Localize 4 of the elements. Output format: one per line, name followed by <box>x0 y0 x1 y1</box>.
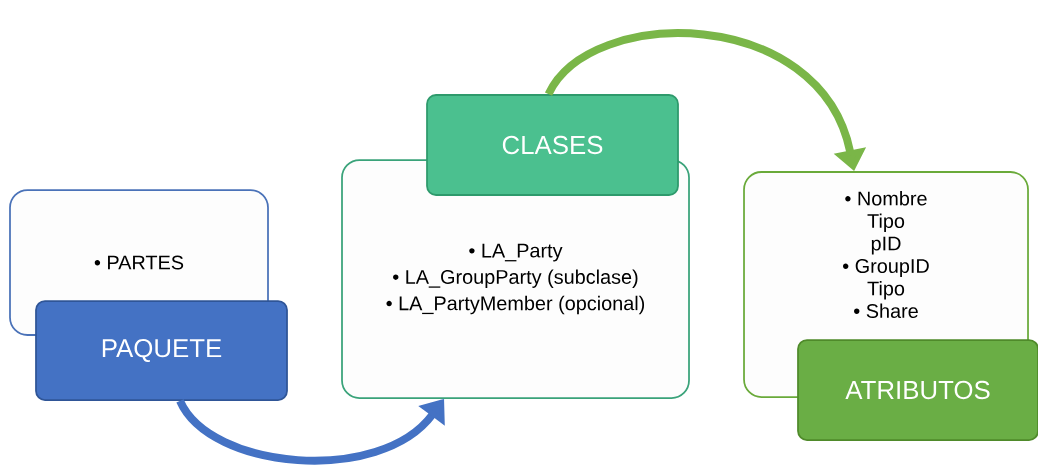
title-tab: CLASES <box>426 94 679 196</box>
title-tab: PAQUETE <box>35 300 288 401</box>
curved-arrow <box>176 398 445 465</box>
title-tab: ATRIBUTOS <box>797 339 1038 441</box>
